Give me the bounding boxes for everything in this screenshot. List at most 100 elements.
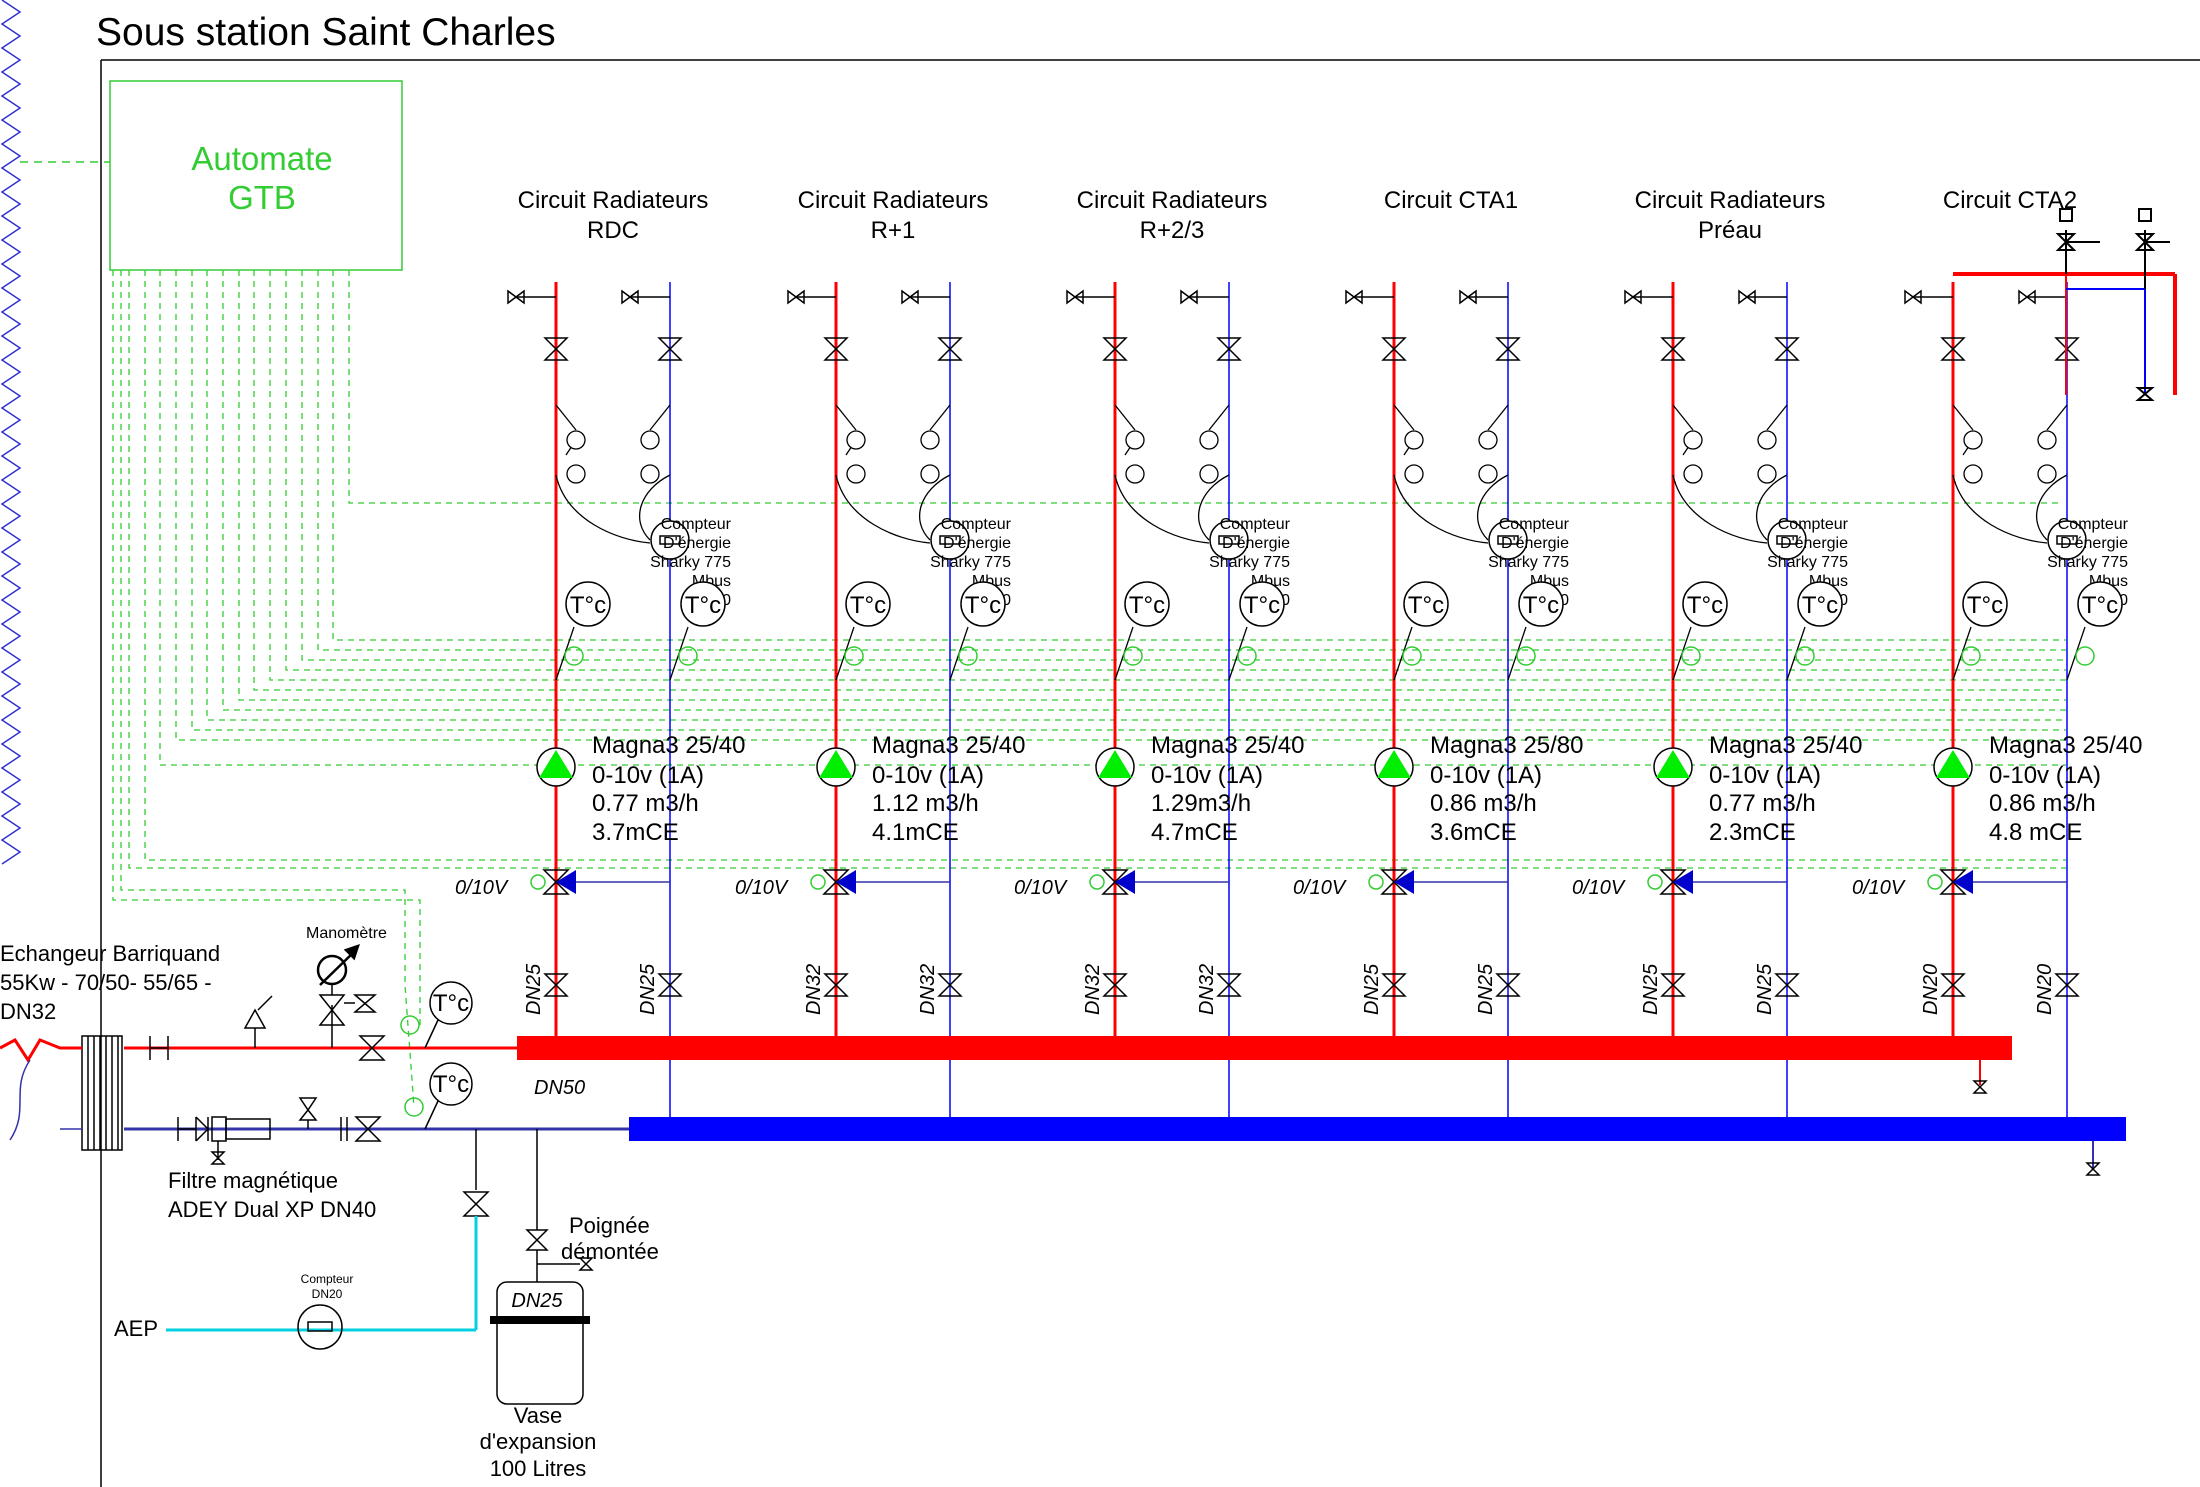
- meter-probe-icon: [640, 464, 660, 484]
- meter-probe-icon: [1683, 464, 1703, 484]
- pump-flow: 0.77 m3/h: [592, 790, 699, 817]
- pump-signal: 0-10v (1A): [1989, 762, 2101, 789]
- energy-meter-label: D'énergie: [943, 535, 1011, 552]
- temp-sensor-icon: [1682, 581, 1728, 627]
- circuit-title: Circuit CTA1: [1384, 187, 1518, 214]
- isolation-valve-icon: [1381, 973, 1407, 997]
- temp-control-icon: [1795, 646, 1815, 666]
- supply-dn-label: DN25: [523, 963, 545, 1015]
- energy-meter-label: Sharky 775: [1488, 554, 1569, 571]
- meter-lead: [1198, 404, 1230, 541]
- primary-supply: [0, 1038, 82, 1063]
- heat-exchanger: [81, 1035, 123, 1151]
- energy-meter-label: D'énergie: [1222, 535, 1290, 552]
- supply-devices: [149, 994, 386, 1061]
- control-wire: [191, 270, 2066, 731]
- energy-meter-label: Sharky 775: [1767, 554, 1848, 571]
- isolation-valve-icon: [823, 337, 849, 361]
- isolation-valve-icon: [1216, 337, 1242, 361]
- temp-sensor-label: T°c: [570, 592, 606, 619]
- isolation-valve-icon: [937, 973, 963, 997]
- page-title: Sous station Saint Charles: [96, 11, 556, 54]
- vent-valve-icon: [1459, 289, 1477, 305]
- pump-model: Magna3 25/40: [1151, 732, 1304, 759]
- mixing-valve-icon: [556, 870, 576, 894]
- temp-sensor-label: T°c: [1687, 592, 1723, 619]
- supply-temp-label: T°c: [433, 990, 469, 1017]
- temp-sensor-icon: [2077, 581, 2123, 627]
- isolation-valve-icon: [1102, 973, 1128, 997]
- energy-meter-icon: [1209, 520, 1249, 560]
- energy-meter-display: [2056, 535, 2078, 545]
- pump-signal: 0-10v (1A): [1151, 762, 1263, 789]
- temp-control-icon: [1402, 646, 1422, 666]
- pump-arrow-icon: [1098, 750, 1132, 778]
- return-dn-label: DN25: [1475, 963, 1497, 1015]
- energy-meter-label: D'énergie: [2060, 535, 2128, 552]
- temp-sensor-label: T°c: [1408, 592, 1444, 619]
- temp-control-icon: [1516, 646, 1536, 666]
- pump-flow: 0.86 m3/h: [1430, 790, 1537, 817]
- return-drain-valve: [2085, 1162, 2101, 1176]
- vent-valve-icon: [1624, 289, 1642, 305]
- isolation-valve-icon: [1381, 337, 1407, 361]
- temp-sensor-label: T°c: [1129, 592, 1165, 619]
- valve-signal: 0/10V: [455, 877, 509, 899]
- pump-signal: 0-10v (1A): [592, 762, 704, 789]
- mixing-valve-body: [1380, 869, 1408, 895]
- temp-sensor-icon: [680, 581, 726, 627]
- control-wire-return-temp: [120, 270, 415, 1108]
- energy-meter-icon: [650, 520, 690, 560]
- filter-line2: ADEY Dual XP DN40: [168, 1197, 376, 1222]
- energy-meter-display: [939, 535, 961, 545]
- isolation-valve-icon: [1774, 337, 1800, 361]
- return-dn-label: DN32: [917, 964, 939, 1015]
- makeup-water: [166, 1129, 594, 1350]
- mixing-valve-body: [822, 869, 850, 895]
- vent-valve-icon: [1904, 289, 1922, 305]
- meter-lead: [1756, 404, 1788, 541]
- vessel-line2: d'expansion: [480, 1429, 597, 1454]
- temp-control-icon: [564, 646, 584, 666]
- meter-probe-icon: [920, 430, 940, 450]
- isolation-valve-icon: [2054, 973, 2080, 997]
- expansion-vessel: [496, 1281, 584, 1405]
- meter-probe-icon: [1757, 464, 1777, 484]
- circuit-3: Circuit RadiateursR+2/3CompteurD'énergie…: [1014, 187, 1304, 1117]
- collector-dn: DN50: [534, 1077, 585, 1099]
- pump-arrow-icon: [819, 750, 853, 778]
- supply-dn-label: DN25: [1361, 963, 1383, 1015]
- energy-meter-label: Sharky 775: [1209, 554, 1290, 571]
- control-wire: [301, 270, 2066, 661]
- control-wire: [253, 270, 2066, 691]
- pump-arrow-icon: [539, 750, 573, 778]
- pump-head: 2.3mCE: [1709, 819, 1796, 846]
- primary-return: [9, 1059, 82, 1141]
- temp-sensor-icon: [1518, 581, 1564, 627]
- return-temp-sensor: [429, 1062, 473, 1106]
- circuit-subtitle: R+2/3: [1140, 217, 1205, 244]
- pump-model: Magna3 25/40: [1709, 732, 1862, 759]
- valve-signal: 0/10V: [1293, 877, 1347, 899]
- supply-drain-valve: [1972, 1080, 1988, 1094]
- meter-probe-icon: [1404, 464, 1424, 484]
- circuit-1: Circuit RadiateursRDCCompteurD'énergieSh…: [455, 187, 745, 1117]
- return-temp-label: T°c: [433, 1071, 469, 1098]
- control-wire: [159, 270, 2066, 766]
- pump-arrow-icon: [1936, 750, 1970, 778]
- automate-gtb-box: [109, 80, 403, 271]
- temp-sensor-label: T°c: [1244, 592, 1280, 619]
- pump-head: 4.7mCE: [1151, 819, 1238, 846]
- temp-sensor-label: T°c: [1802, 592, 1838, 619]
- temp-control-icon: [1961, 646, 1981, 666]
- pump-model: Magna3 25/40: [872, 732, 1025, 759]
- circuit-title: Circuit CTA2: [1943, 187, 2077, 214]
- mixing-valve-body: [542, 869, 570, 895]
- temp-sensor-icon: [1239, 581, 1285, 627]
- energy-meter-label: Compteur: [941, 516, 1012, 533]
- pump-head: 4.1mCE: [872, 819, 959, 846]
- pump-flow: 0.77 m3/h: [1709, 790, 1816, 817]
- temp-sensor-label: T°c: [2082, 592, 2118, 619]
